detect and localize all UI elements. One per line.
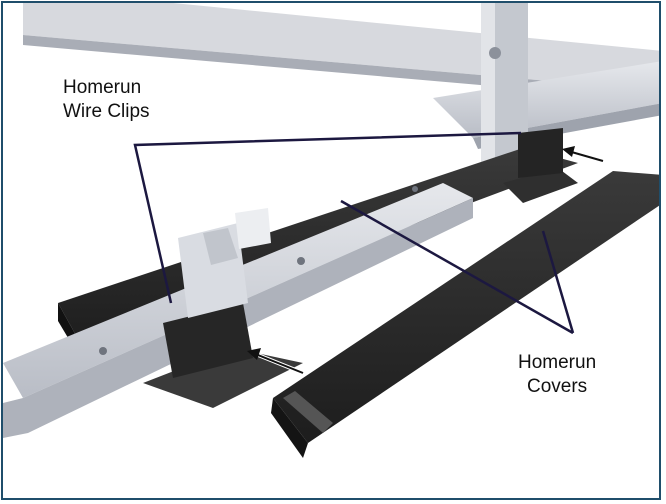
mounting-rail-illustration [3, 3, 659, 458]
wire-clips-leader-lines [133, 131, 522, 304]
insert-arrow-left [247, 348, 304, 375]
vertical-post [481, 3, 528, 183]
covers-label-line1: Homerun [518, 352, 597, 373]
insert-arrow-right [562, 146, 604, 163]
covers-leader-lines [340, 199, 575, 335]
clip-bracket-assembly [178, 208, 271, 318]
covers-label-line2: Covers [526, 376, 588, 397]
wire-clips-label: Homerun Wire Clips [63, 76, 150, 124]
wire-clips-label-line2: Wire Clips [63, 101, 150, 122]
left-foot-mount [143, 303, 303, 408]
wire-clips-label-line1: Homerun [63, 77, 142, 98]
covers-label: Homerun Covers [518, 351, 596, 399]
front-homerun-cover [271, 171, 659, 458]
right-foot-mount [503, 128, 578, 203]
